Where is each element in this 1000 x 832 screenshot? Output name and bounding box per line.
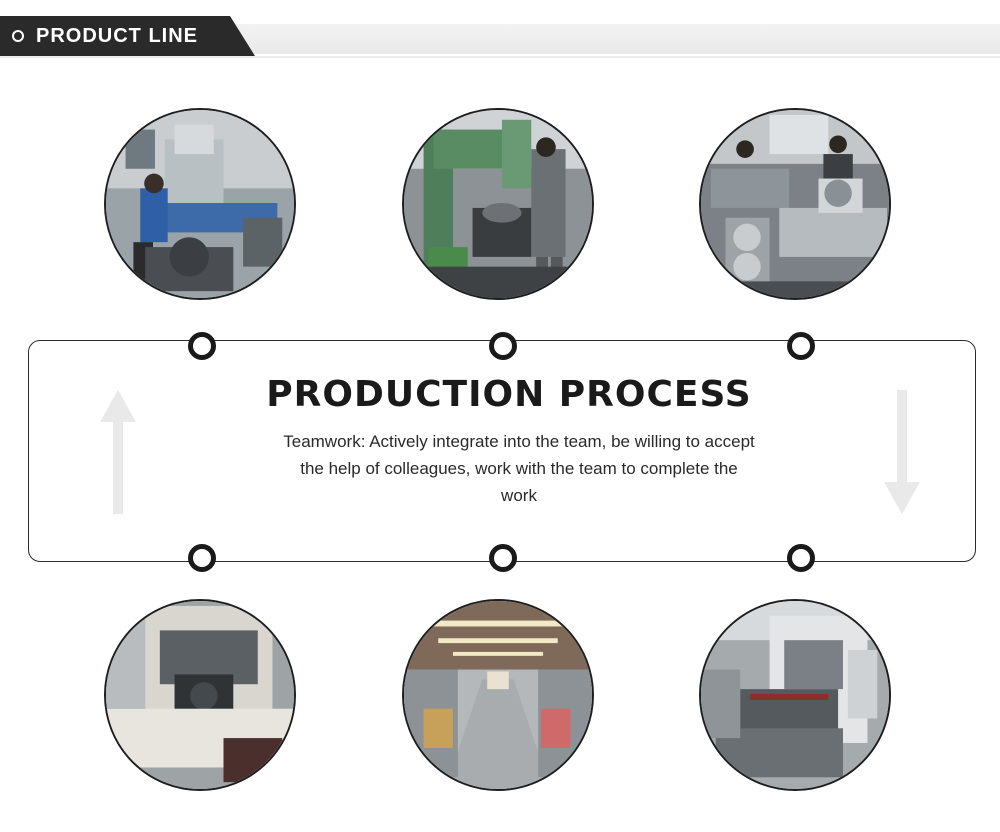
connector-ring-icon xyxy=(188,332,216,360)
arrow-up-icon xyxy=(100,390,136,514)
factory-photo-lathe xyxy=(699,108,891,300)
ring-bullet-icon xyxy=(12,30,24,42)
factory-photo-cnc-machine xyxy=(699,599,891,791)
process-description: Teamwork: Actively integrate into the te… xyxy=(283,432,755,505)
connector-ring-icon xyxy=(489,332,517,360)
factory-photo-workshop-hall xyxy=(402,599,594,791)
header-banner xyxy=(0,16,255,56)
header-divider xyxy=(0,56,1000,58)
factory-photo-machining-center xyxy=(104,599,296,791)
section-title: PRODUCT LINE xyxy=(36,25,198,47)
factory-photo-milling xyxy=(104,108,296,300)
connector-ring-icon xyxy=(188,544,216,572)
connector-ring-icon xyxy=(787,544,815,572)
factory-photo-drill-press xyxy=(402,108,594,300)
arrow-down-icon xyxy=(884,390,920,514)
connector-ring-icon xyxy=(787,332,815,360)
process-title: PRODUCTION PROCESS xyxy=(266,374,752,415)
connector-ring-icon xyxy=(489,544,517,572)
